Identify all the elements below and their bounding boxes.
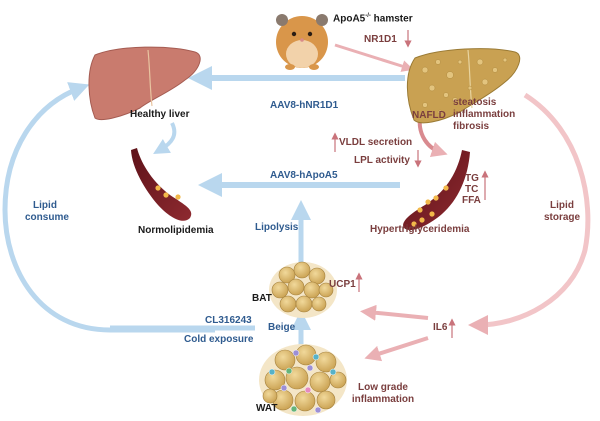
lipid-storage-line1: Lipid [550,200,574,211]
hamster-suffix: hamster [370,13,413,25]
aav8-hapoa5-label: AAV8-hApoA5 [270,170,338,181]
nafld-label: NAFLD [412,110,446,121]
hyper-vessel-icon [403,150,470,231]
hamster-label: ApoA5-/- hamster [333,10,413,25]
wat-label: WAT [256,403,278,414]
nafld-liver-icon [406,48,521,124]
lipid-storage-line2: storage [543,212,581,223]
arrow-liver-to-normo [153,122,177,155]
hamster-name: ApoA5 [333,13,366,25]
inflammation-line2: inflammation [351,394,415,405]
normolipidemia-label: Normolipidemia [138,225,214,236]
lipid-consume-arc [2,82,215,333]
healthy-liver-label: Healthy liver [130,109,190,120]
nr1d1-label: NR1D1 [364,34,397,45]
genotype-superscript: -/- [365,13,371,19]
normal-vessel-icon [131,148,192,221]
lipid-ffa: FFA [462,195,481,206]
inflammation-line1: Low grade [357,382,408,393]
nafld-feature-fibrosis: fibrosis [453,121,490,132]
lipolysis-label: Lipolysis [255,222,299,233]
hamster-icon [276,14,328,70]
beige-label: Beige [268,322,296,333]
ucp1-label: UCP1 [329,279,356,290]
low-grade-inflammation-label: Low grade inflammation [348,382,418,406]
cold-exposure-label: Cold exposure [184,334,254,345]
il6-label: IL6 [433,322,448,333]
lipid-consume-label: Lipid consume [25,200,69,224]
arrow-hamster-to-nafld [334,43,414,72]
lipid-storage-label: Lipid storage [540,200,584,224]
bat-tissue-icon [269,261,337,318]
wat-tissue-icon [259,344,347,416]
lipid-consume-line2: consume [25,212,69,223]
cl316243-label: CL316243 [205,315,252,326]
hypertriglyceridemia-label: Hypertriglyceridemia [370,224,470,235]
lpl-activity-label: LPL activity [354,155,410,166]
lipid-tc: TC [465,184,479,195]
arrow-il6-to-bat [360,304,429,321]
arrow-il6-to-wat [364,336,429,362]
nafld-feature-steatosis: steatosis [453,97,497,108]
bat-label: BAT [252,293,272,304]
nafld-feature-inflammation: inflammation [453,109,516,120]
aav8-hnr1d1-label: AAV8-hNR1D1 [270,100,339,111]
vldl-secretion-label: VLDL secretion [339,137,413,148]
lipid-tg: TG [465,173,479,184]
lipid-consume-line1: Lipid [33,200,57,211]
healthy-liver-icon [88,46,201,121]
lipid-storage-arc [468,92,591,335]
